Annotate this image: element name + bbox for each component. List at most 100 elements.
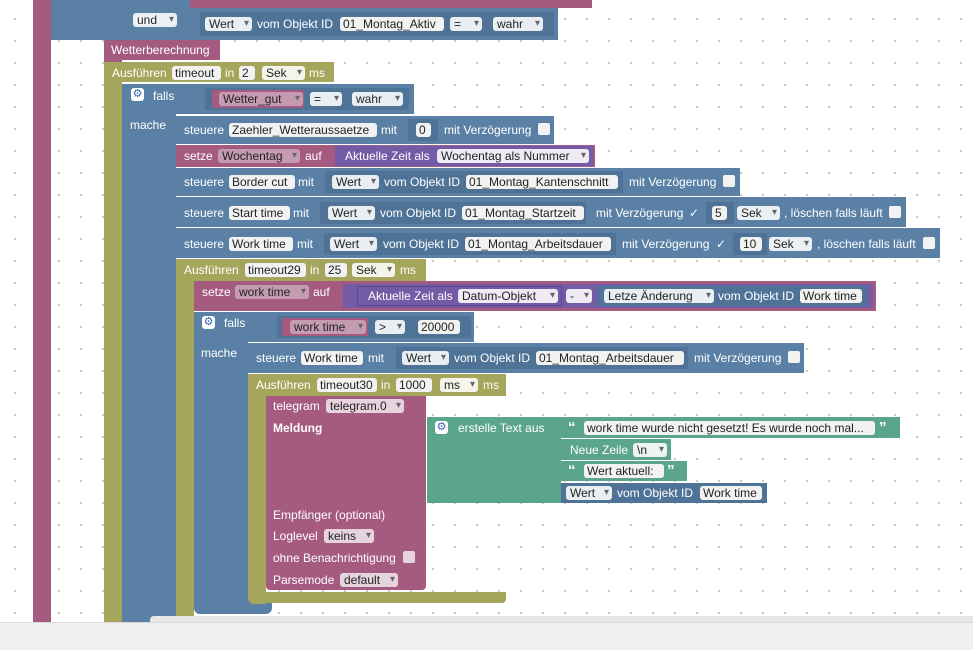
object-id-field[interactable]: 01_Montag_Arbeitsdauer	[536, 351, 684, 365]
wahr-dropdown[interactable]: wahr	[493, 17, 543, 31]
delay-label: mit Verzögerung	[622, 237, 710, 251]
object-field[interactable]: Zaehler_Wetteraussaetze	[229, 123, 377, 137]
if-body[interactable]	[122, 84, 176, 622]
ohne-benachrichtigung-checkbox[interactable]	[403, 551, 415, 563]
mache-label: mache	[58, 43, 95, 57]
mit-label: mit	[293, 206, 309, 220]
telegram-block[interactable]	[266, 396, 426, 590]
ms-label: ms	[483, 378, 499, 392]
mit-label: mit	[368, 351, 384, 365]
wert-dropdown[interactable]: Wert	[332, 175, 379, 189]
quote-icon: “	[568, 462, 576, 479]
mit-label: mit	[381, 123, 397, 137]
minus-dropdown[interactable]: -	[566, 289, 592, 303]
timeout-value-field[interactable]: 25	[325, 263, 347, 277]
meldung-label: Meldung	[273, 421, 323, 435]
timeout-body[interactable]	[176, 259, 194, 622]
top-variable-block[interactable]	[190, 0, 592, 8]
last-change-dropdown[interactable]: Letze Änderung	[604, 289, 714, 303]
time-label: Aktuelle Zeit als	[368, 289, 453, 303]
parsemode-label: Parsemode	[273, 573, 335, 587]
delay-label: mit Verzögerung	[629, 175, 717, 189]
in-label: in	[381, 378, 391, 392]
delay-checkbox[interactable]	[723, 175, 735, 187]
operator-dropdown[interactable]: =	[310, 92, 342, 106]
object-id-field[interactable]: 01_Montag_Startzeit	[462, 206, 584, 220]
delay-checkmark-icon[interactable]: ✓	[716, 237, 727, 251]
if-body[interactable]	[194, 312, 248, 614]
object-id-field[interactable]: Work time	[700, 486, 762, 500]
timeout-body[interactable]	[248, 374, 266, 604]
wert-dropdown[interactable]: Wert	[330, 237, 377, 251]
time-format-dropdown[interactable]: Wochentag als Nummer	[437, 149, 589, 163]
text-literal-field[interactable]: work time wurde nicht gesetzt! Es wurde …	[584, 421, 875, 435]
delay-unit-dropdown[interactable]: Sek	[769, 237, 812, 251]
object-field[interactable]: Border cut	[229, 175, 295, 189]
clear-checkbox[interactable]	[923, 237, 935, 249]
loglevel-dropdown[interactable]: keins	[324, 529, 374, 543]
neue-zeile-label: Neue Zeile	[570, 443, 629, 457]
number-field[interactable]: 0	[416, 123, 431, 137]
timeout-value-field[interactable]: 2	[239, 66, 255, 80]
delay-checkmark-icon[interactable]: ✓	[689, 206, 700, 220]
gear-icon[interactable]: ⚙	[131, 88, 144, 101]
delay-value-field[interactable]: 10	[740, 237, 762, 251]
eq-dropdown[interactable]: =	[450, 17, 482, 31]
auf-label: auf	[305, 149, 322, 163]
horizontal-scrollbar[interactable]	[0, 622, 973, 650]
bool-dropdown[interactable]: wahr	[352, 92, 403, 106]
object-id-field[interactable]: 01_Montag_Kantenschnitt	[466, 175, 618, 189]
variable-dropdown[interactable]: work time	[290, 320, 366, 334]
text-join-block[interactable]	[427, 417, 561, 503]
setze-label: setze	[202, 285, 231, 299]
text-literal-field[interactable]: Wert aktuell:	[584, 464, 664, 478]
timeout-name-field[interactable]: timeout29	[245, 263, 306, 277]
vom-objekt-label: vom Objekt ID	[380, 206, 457, 220]
timeout-name-field[interactable]: timeout30	[317, 378, 377, 392]
mit-label: mit	[298, 175, 314, 189]
time-format-dropdown[interactable]: Datum-Objekt	[458, 289, 558, 303]
wert-dropdown[interactable]: Wert	[205, 17, 252, 31]
telegram-instance-dropdown[interactable]: telegram.0	[326, 399, 404, 413]
steuere-label: steuere	[184, 237, 225, 251]
object-field[interactable]: Work time	[301, 351, 363, 365]
wert-dropdown[interactable]: Wert	[328, 206, 375, 220]
clear-checkbox[interactable]	[889, 206, 901, 218]
variable-dropdown[interactable]: work time	[235, 285, 309, 299]
object-id-field[interactable]: 01_Montag_Aktiv	[340, 17, 444, 31]
function-block[interactable]	[33, 0, 51, 622]
object-field[interactable]: Start time	[229, 206, 290, 220]
und-dropdown[interactable]: und	[133, 13, 177, 27]
horizontal-scrollbar-thumb[interactable]	[150, 616, 973, 624]
delay-value-field[interactable]: 5	[712, 206, 727, 220]
object-id-field[interactable]: 01_Montag_Arbeitsdauer	[465, 237, 611, 251]
variable-dropdown[interactable]: Wetter_gut	[219, 92, 303, 106]
timeout-unit-dropdown[interactable]: ms	[440, 378, 478, 392]
number-field[interactable]: 20000	[418, 320, 460, 334]
timeout-footer[interactable]	[248, 592, 506, 603]
wert-dropdown[interactable]: Wert	[402, 351, 449, 365]
operator-dropdown[interactable]: >	[375, 320, 405, 334]
timeout-value-field[interactable]: 1000	[396, 378, 432, 392]
wert-dropdown[interactable]: Wert	[566, 486, 612, 500]
timeout-unit-dropdown[interactable]: Sek	[352, 263, 395, 277]
gear-icon[interactable]: ⚙	[202, 316, 215, 329]
ausfuehren-label: Ausführen	[112, 66, 167, 80]
delay-checkbox[interactable]	[538, 123, 550, 135]
function-name-block[interactable]	[104, 40, 220, 60]
timeout-name-field[interactable]: timeout	[172, 66, 221, 80]
object-id-field[interactable]: Work time	[800, 289, 862, 303]
delay-checkbox[interactable]	[788, 351, 800, 363]
newline-dropdown[interactable]: \n	[633, 443, 667, 457]
object-field[interactable]: Work time	[229, 237, 293, 251]
parsemode-dropdown[interactable]: default	[340, 573, 398, 587]
telegram-label: telegram	[273, 399, 320, 413]
gear-icon[interactable]: ⚙	[435, 421, 448, 434]
quote-icon: ”	[879, 419, 887, 436]
timeout-unit-dropdown[interactable]: Sek	[262, 66, 305, 80]
vom-objekt-label: vom Objekt ID	[454, 351, 531, 365]
setze-label: setze	[184, 149, 213, 163]
variable-dropdown[interactable]: Wochentag	[218, 149, 300, 163]
delay-unit-dropdown[interactable]: Sek	[737, 206, 780, 220]
timeout-body[interactable]	[104, 62, 122, 622]
